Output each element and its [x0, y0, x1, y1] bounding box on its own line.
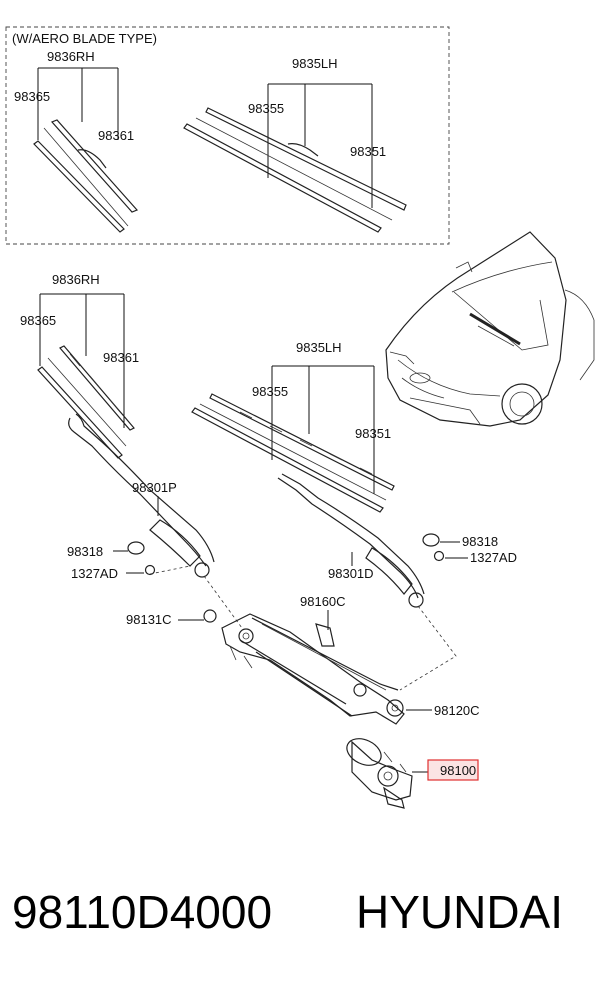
- rh-blade: [37, 345, 135, 459]
- cap-right: [422, 533, 440, 547]
- label-inset-98361: 98361: [98, 128, 134, 143]
- label-98365: 98365: [20, 313, 56, 328]
- label-98351: 98351: [355, 426, 391, 441]
- linkage-assembly: [221, 613, 405, 725]
- arm-d: [277, 473, 425, 608]
- wiper-motor: [346, 738, 413, 809]
- inset-title: (W/AERO BLADE TYPE): [12, 31, 157, 46]
- leader-inset-9835lh: [267, 83, 373, 208]
- label-inset-9835lh: 9835LH: [292, 56, 338, 71]
- label-98131c: 98131C: [126, 612, 172, 627]
- footer-part-number: 98110D4000: [12, 886, 272, 938]
- label-98318-left: 98318: [67, 544, 103, 559]
- cap-left: [127, 541, 145, 555]
- dashed-guides: [149, 565, 457, 691]
- label-98100[interactable]: 98100: [440, 763, 476, 778]
- label-98355: 98355: [252, 384, 288, 399]
- inset-lh-blade: [183, 107, 407, 233]
- label-9835lh: 9835LH: [296, 340, 342, 355]
- label-98361: 98361: [103, 350, 139, 365]
- label-inset-98355: 98355: [248, 101, 284, 116]
- pivot-nut: [203, 609, 217, 623]
- label-1327ad-right: 1327AD: [470, 550, 517, 565]
- highlight-98100[interactable]: [427, 759, 479, 781]
- label-inset-98351: 98351: [350, 144, 386, 159]
- label-inset-9836rh: 9836RH: [47, 49, 95, 64]
- label-98301d: 98301D: [328, 566, 374, 581]
- label-9836rh: 9836RH: [52, 272, 100, 287]
- inset-rh-blade: [33, 119, 139, 233]
- car-illustration: [385, 231, 595, 427]
- nut-right: [433, 550, 445, 562]
- label-98318-right: 98318: [462, 534, 498, 549]
- label-1327ad-left: 1327AD: [71, 566, 118, 581]
- bracket: [315, 623, 335, 647]
- label-98120c: 98120C: [434, 703, 480, 718]
- label-98160c: 98160C: [300, 594, 346, 609]
- inset-box: [5, 26, 450, 245]
- leader-inset-9836rh: [37, 67, 119, 140]
- label-98301p: 98301P: [132, 480, 177, 495]
- arm-p: [68, 413, 215, 578]
- lh-blade: [191, 393, 395, 513]
- leader-9835lh: [271, 365, 375, 494]
- label-inset-98365: 98365: [14, 89, 50, 104]
- leader-9836rh: [39, 293, 125, 428]
- footer-brand: HYUNDAI: [356, 886, 563, 938]
- nut-left: [144, 564, 156, 576]
